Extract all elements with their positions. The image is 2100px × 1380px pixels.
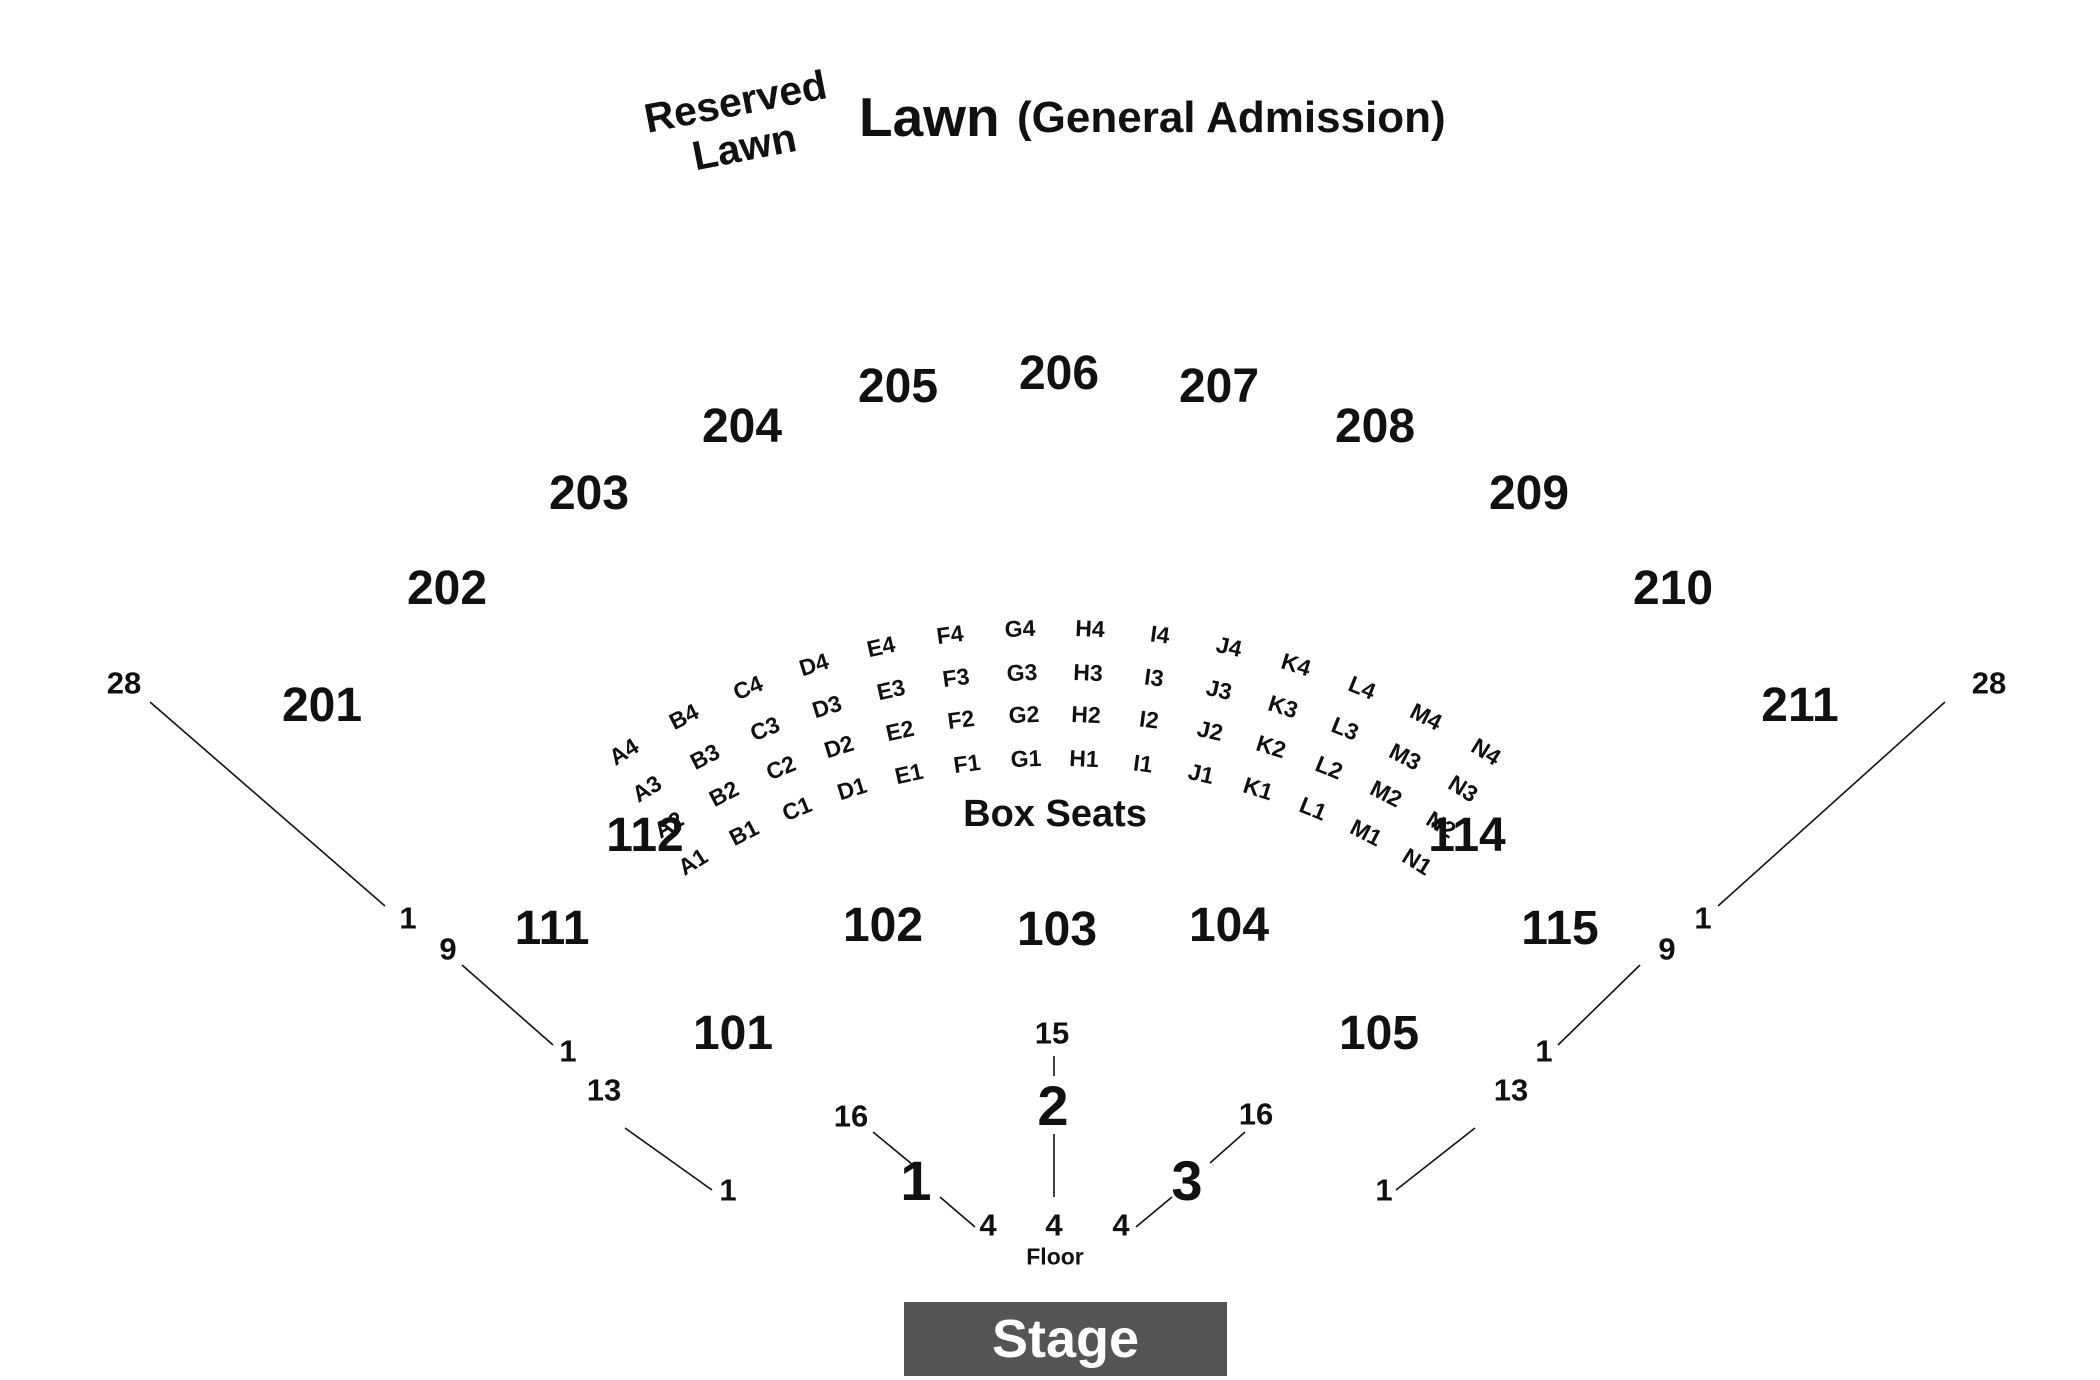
row-number: 15 (1034, 1015, 1070, 1051)
floor-section-3[interactable]: 3 (1171, 1149, 1203, 1212)
row-line (1395, 1127, 1476, 1191)
row-line (1135, 1196, 1173, 1228)
box-seat-e2[interactable]: E2 (883, 714, 917, 746)
row-line (461, 964, 554, 1046)
stage-label: Stage (991, 1309, 1140, 1369)
box-seat-h4[interactable]: H4 (1074, 614, 1106, 642)
box-seat-f1[interactable]: F1 (952, 748, 983, 778)
box-seat-i1[interactable]: I1 (1131, 749, 1155, 778)
row-number: 1 (1535, 1033, 1553, 1069)
row-number: 16 (1238, 1096, 1274, 1132)
section-205[interactable]: 205 (857, 360, 939, 413)
section-105[interactable]: 105 (1338, 1007, 1420, 1060)
section-203[interactable]: 203 (548, 467, 630, 520)
box-seat-h1[interactable]: H1 (1069, 744, 1100, 772)
row-number: 4 (1045, 1207, 1063, 1243)
row-number: 1 (1694, 900, 1712, 936)
box-seat-e1[interactable]: E1 (892, 757, 926, 789)
section-209[interactable]: 209 (1488, 467, 1570, 520)
section-112[interactable]: 112 (606, 809, 684, 862)
box-seat-e3[interactable]: E3 (874, 673, 908, 705)
floor-label: Floor (1026, 1243, 1084, 1270)
section-210[interactable]: 210 (1632, 562, 1714, 615)
box-seat-g4[interactable]: G4 (1004, 614, 1036, 642)
box-seat-j2[interactable]: J2 (1194, 714, 1226, 746)
section-101[interactable]: 101 (692, 1007, 774, 1060)
row-line (939, 1196, 976, 1228)
row-number: 1 (559, 1033, 577, 1069)
row-line (149, 701, 386, 907)
section-102[interactable]: 102 (842, 899, 924, 952)
row-number: 1 (399, 900, 417, 936)
row-number: 13 (586, 1072, 622, 1108)
row-number: 9 (439, 931, 457, 967)
box-seat-h2[interactable]: H2 (1071, 700, 1102, 728)
box-seat-j1[interactable]: J1 (1185, 757, 1217, 789)
section-206[interactable]: 206 (1018, 347, 1100, 400)
row-number: 16 (833, 1098, 869, 1134)
section-202[interactable]: 202 (406, 562, 488, 615)
row-line (872, 1131, 914, 1166)
box-seats-label[interactable]: Box Seats (963, 793, 1147, 835)
box-seat-j4[interactable]: J4 (1213, 630, 1244, 662)
stage[interactable]: Stage (904, 1302, 1227, 1376)
section-208[interactable]: 208 (1334, 400, 1416, 453)
row-number: 1 (719, 1172, 737, 1208)
section-207[interactable]: 207 (1178, 360, 1260, 413)
box-seat-g1[interactable]: G1 (1009, 744, 1042, 772)
section-114[interactable]: 114 (1428, 809, 1506, 862)
row-line (624, 1127, 713, 1191)
section-103[interactable]: 103 (1016, 903, 1098, 956)
box-seat-j3[interactable]: J3 (1203, 673, 1235, 705)
section-201[interactable]: 201 (281, 679, 363, 732)
box-seat-i4[interactable]: I4 (1148, 620, 1171, 649)
row-number: 28 (1971, 665, 2007, 701)
row-line (1209, 1131, 1246, 1164)
section-204[interactable]: 204 (701, 400, 783, 453)
row-number: 1 (1375, 1172, 1393, 1208)
row-line (1717, 701, 1946, 907)
box-seat-i3[interactable]: I3 (1142, 663, 1166, 693)
lawn-subtitle: (General Admission) (1017, 93, 1446, 142)
row-number: 28 (106, 665, 142, 701)
row-number: 9 (1658, 931, 1676, 967)
lawn-title[interactable]: Lawn (859, 86, 1000, 148)
section-115[interactable]: 115 (1521, 902, 1599, 955)
box-seat-f2[interactable]: F2 (946, 704, 977, 735)
box-seat-g2[interactable]: G2 (1007, 700, 1040, 728)
box-seat-i2[interactable]: I2 (1137, 705, 1160, 734)
floor-section-2[interactable]: 2 (1037, 1074, 1069, 1137)
section-104[interactable]: 104 (1188, 899, 1270, 952)
section-111[interactable]: 111 (514, 902, 590, 955)
row-number: 13 (1493, 1072, 1529, 1108)
box-seat-f3[interactable]: F3 (940, 663, 971, 693)
box-seat-e4[interactable]: E4 (864, 630, 898, 662)
row-number: 4 (979, 1207, 997, 1243)
section-211[interactable]: 211 (1761, 679, 1839, 732)
box-seat-f4[interactable]: F4 (935, 619, 966, 649)
row-line (1557, 964, 1641, 1046)
row-number: 4 (1112, 1207, 1130, 1243)
box-seat-h3[interactable]: H3 (1072, 658, 1104, 686)
box-seat-g3[interactable]: G3 (1006, 658, 1038, 686)
floor-section-1[interactable]: 1 (900, 1149, 932, 1212)
